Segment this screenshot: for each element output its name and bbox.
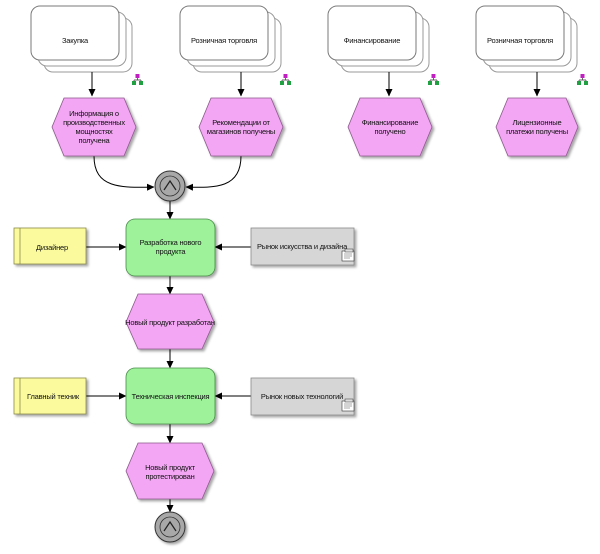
document-icon [341,398,355,412]
event-hexagon-5[interactable] [125,293,215,350]
event-label: Новый продукт протестирован [145,463,195,481]
process-link-icon [132,74,143,85]
event-hexagon-1[interactable] [51,97,137,157]
event-hexagon-6[interactable] [125,442,215,500]
event-label: Финансирование получено [361,118,419,136]
function-label: Техническая инспекция [131,391,210,401]
event-hexagon-3[interactable] [347,97,433,157]
and-connector-2[interactable] [154,511,186,543]
event-hexagon-2[interactable] [198,97,284,157]
event-label: Информация о производственных мощностях … [63,109,125,145]
role-box-2[interactable] [13,377,87,415]
process-interface-3[interactable] [327,5,430,73]
and-connector-1[interactable] [154,170,186,202]
info-label: Рынок новых технологий [260,391,344,401]
process-interface-1[interactable] [30,5,133,73]
process-interface-2[interactable] [179,5,282,73]
process-link-icon [280,74,291,85]
function-box-1[interactable] [125,218,216,277]
info-box-1[interactable] [250,227,355,266]
process-link-icon [577,74,588,85]
function-label: Разработка нового продукта [139,238,202,256]
role-box-1[interactable] [13,227,87,265]
process-interface-label: Розничная торговля [487,35,553,45]
process-interface-label: Закупка [61,35,89,45]
function-box-2[interactable] [125,367,216,425]
info-box-2[interactable] [250,377,355,416]
role-label: Дизайнер [36,242,68,252]
event-hexagon-4[interactable] [495,97,579,157]
edges [86,72,541,513]
role-label: Главный техник [27,391,79,401]
document-icon [341,248,355,262]
event-label: Лицензионные платежи получены [506,118,568,136]
process-interface-label: Розничная торговля [191,35,257,45]
process-interface-label: Финансирование [343,35,401,45]
process-link-icon [428,74,439,85]
event-label: Рекомендации от магазинов получены [206,118,276,136]
event-label: Новый продукт разработан [125,317,215,327]
process-interface-4[interactable] [475,5,578,73]
info-label: Рынок искусства и дизайна [256,241,348,251]
